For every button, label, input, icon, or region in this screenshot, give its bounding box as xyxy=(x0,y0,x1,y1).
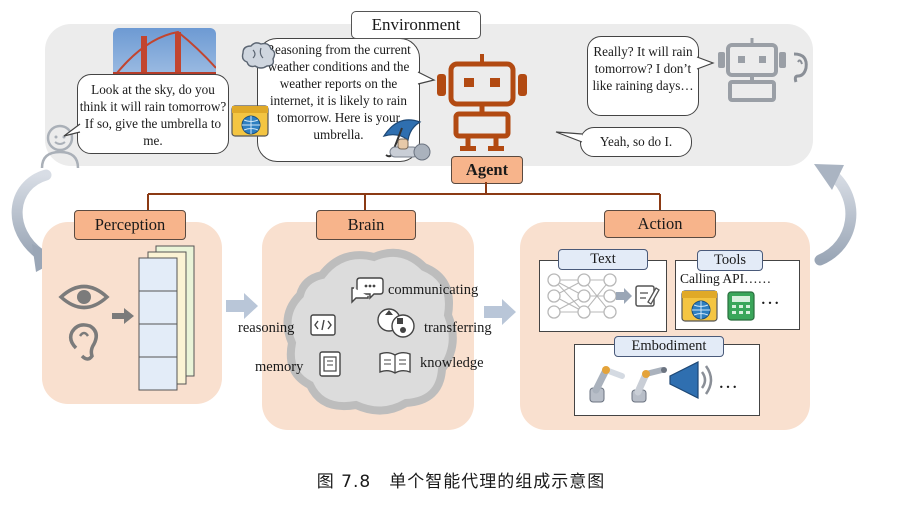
human-speech-bubble: Look at the sky, do you think it will ra… xyxy=(77,74,229,154)
speaker-icon xyxy=(669,361,713,399)
book-icon xyxy=(379,352,411,374)
embodiment-more: … xyxy=(718,371,738,393)
perception-label-text: Perception xyxy=(94,215,166,234)
text-label: Text xyxy=(558,249,648,270)
robot-listener-icon xyxy=(718,38,808,102)
bubble-tail-reply xyxy=(555,131,583,143)
brain-item-reasoning: reasoning xyxy=(238,320,295,336)
feature-stack xyxy=(138,245,195,391)
neural-net-icon xyxy=(547,273,632,319)
edit-icon xyxy=(635,285,660,307)
bubble-tail-other-robot xyxy=(696,56,715,70)
tools-more: … xyxy=(760,287,780,309)
ear-icon xyxy=(68,323,98,361)
flow-arrow-1 xyxy=(226,293,258,319)
brain-item-knowledge: knowledge xyxy=(420,355,484,371)
eye-icon xyxy=(58,284,110,310)
robot-arm-icon xyxy=(389,138,431,161)
brain-label-text: Brain xyxy=(347,215,385,234)
bubble-tail-human xyxy=(63,123,81,137)
embodiment-label-text: Embodiment xyxy=(631,338,707,354)
agent-connector-lines xyxy=(147,182,661,210)
brain-label: Brain xyxy=(316,210,416,240)
tools-label: Tools xyxy=(697,250,763,271)
calculator-icon xyxy=(727,291,755,321)
memory-chip-icon xyxy=(319,351,341,377)
agent-label-text: Agent xyxy=(465,160,509,179)
brain-item-transferring: transferring xyxy=(424,320,492,336)
other-robot-speech-text: Really? It will rain tomorrow? I don’t l… xyxy=(592,44,694,93)
brain-icon xyxy=(241,42,276,69)
action-label-text: Action xyxy=(637,214,683,233)
environment-label: Environment xyxy=(351,11,481,39)
perception-label: Perception xyxy=(74,210,186,240)
reply-speech-bubble: Yeah, so do I. xyxy=(580,127,692,157)
cycle-arrow-right xyxy=(814,164,857,266)
brain-item-communicating: communicating xyxy=(388,282,479,298)
brain-item-memory: memory xyxy=(255,359,304,375)
other-robot-speech-bubble: Really? It will rain tomorrow? I don’t l… xyxy=(587,36,699,116)
transfer-icon xyxy=(377,308,415,338)
text-label-text: Text xyxy=(590,251,616,267)
robot-arm-icon xyxy=(631,367,667,403)
bubble-tail-agent xyxy=(417,71,436,85)
flow-arrow-2 xyxy=(484,299,516,325)
reply-speech-text: Yeah, so do I. xyxy=(599,134,673,149)
robot-arm-icon xyxy=(589,366,625,403)
environment-label-text: Environment xyxy=(371,15,461,34)
browser-globe-icon xyxy=(681,290,718,322)
agent-speech-text: Reasoning from the current weather condi… xyxy=(266,42,411,142)
robot-agent-icon xyxy=(437,54,527,151)
perception-arrow xyxy=(112,308,134,324)
figure-caption: 图 7.8 单个智能代理的组成示意图 xyxy=(316,472,606,492)
tools-text: Calling API…… xyxy=(680,271,772,286)
chat-bubble-icon xyxy=(351,277,384,304)
agent-speech-bubble: Reasoning from the current weather condi… xyxy=(257,38,420,162)
embodiment-label: Embodiment xyxy=(614,336,724,357)
tools-label-text: Tools xyxy=(713,252,747,268)
browser-globe-icon xyxy=(231,105,269,137)
human-icon xyxy=(40,124,80,169)
code-icon xyxy=(310,314,336,336)
human-speech-text: Look at the sky, do you think it will ra… xyxy=(79,82,227,148)
action-label: Action xyxy=(604,210,716,238)
